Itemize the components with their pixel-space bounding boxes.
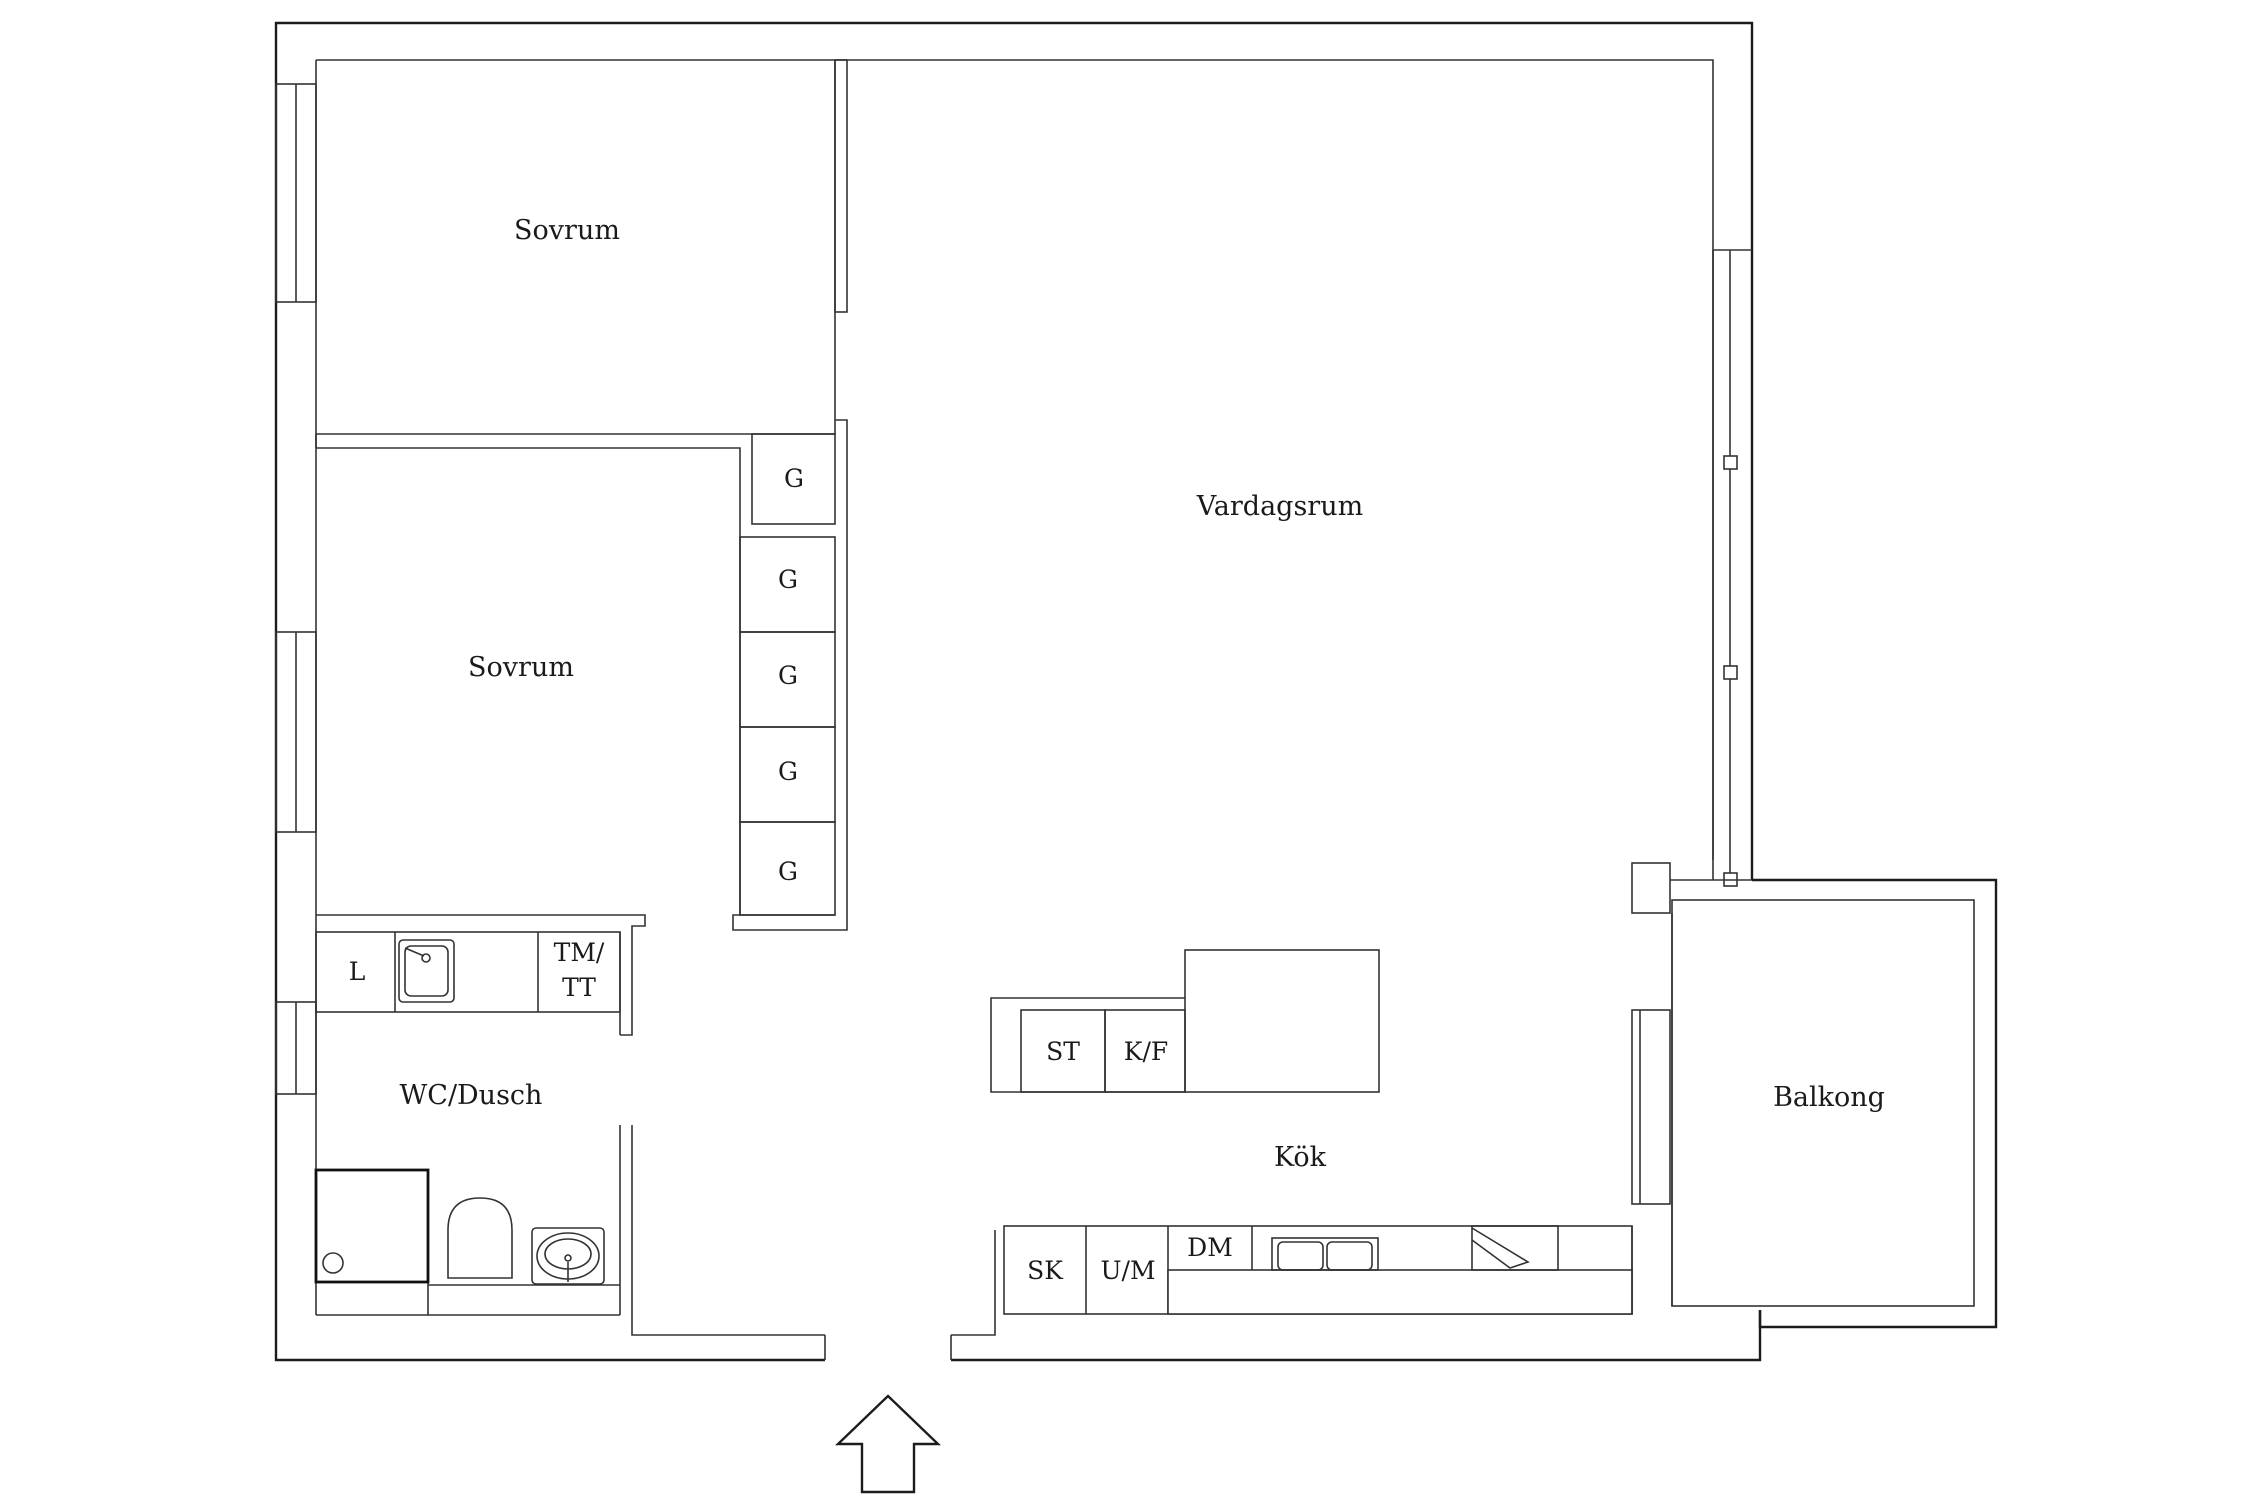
- room-label-balkong: Balkong: [1773, 1082, 1885, 1113]
- kitchen-island: [990, 949, 1380, 1093]
- room-label-sovrum-top: Sovrum: [514, 215, 620, 246]
- wardrobe-label: G: [778, 661, 798, 690]
- tm-label-line2: TT: [562, 973, 596, 1002]
- washing-machine-icon: [398, 939, 455, 1003]
- fridge-label: K/F: [1124, 1037, 1168, 1066]
- kitchen-right-walls: [1631, 862, 1752, 1314]
- wardrobe-label: G: [778, 565, 798, 594]
- kitchen-sink-icon: [1271, 1237, 1379, 1271]
- shower-icon: [314, 1168, 430, 1284]
- window-right: [1712, 249, 1752, 887]
- hood-icon: [1471, 1225, 1559, 1271]
- room-label-wc-dusch: WC/Dusch: [400, 1080, 543, 1111]
- dishwasher-label: DM: [1187, 1233, 1233, 1262]
- laundry-label: L: [349, 957, 366, 986]
- outer-walls: [274, 21, 1762, 1362]
- tm-label-line1: TM/: [554, 938, 605, 967]
- bedroom-top-walls: [315, 59, 848, 915]
- kitchen-counter: [1003, 1225, 1633, 1315]
- wardrobe-block: [732, 419, 848, 931]
- wardrobe-label: G: [784, 464, 804, 493]
- arrow-up-icon: [835, 1394, 941, 1494]
- room-label-vardagsrum: Vardagsrum: [1196, 491, 1363, 522]
- window-left-top: [275, 83, 317, 303]
- washbasin-icon: [531, 1227, 605, 1285]
- balcony: [1671, 878, 1998, 1329]
- stove-label: ST: [1046, 1037, 1080, 1066]
- oven-micro-label: U/M: [1100, 1256, 1155, 1285]
- room-label-sovrum-mid: Sovrum: [468, 652, 574, 683]
- bathroom-walls: [315, 914, 646, 1316]
- toilet-icon: [447, 1197, 513, 1279]
- window-left-mid: [275, 631, 317, 833]
- wardrobe-label: G: [778, 857, 798, 886]
- room-label-kok: Kök: [1274, 1142, 1327, 1173]
- wardrobe-label: G: [778, 757, 798, 786]
- cabinet-label: SK: [1027, 1256, 1064, 1285]
- window-left-wc: [275, 1001, 317, 1095]
